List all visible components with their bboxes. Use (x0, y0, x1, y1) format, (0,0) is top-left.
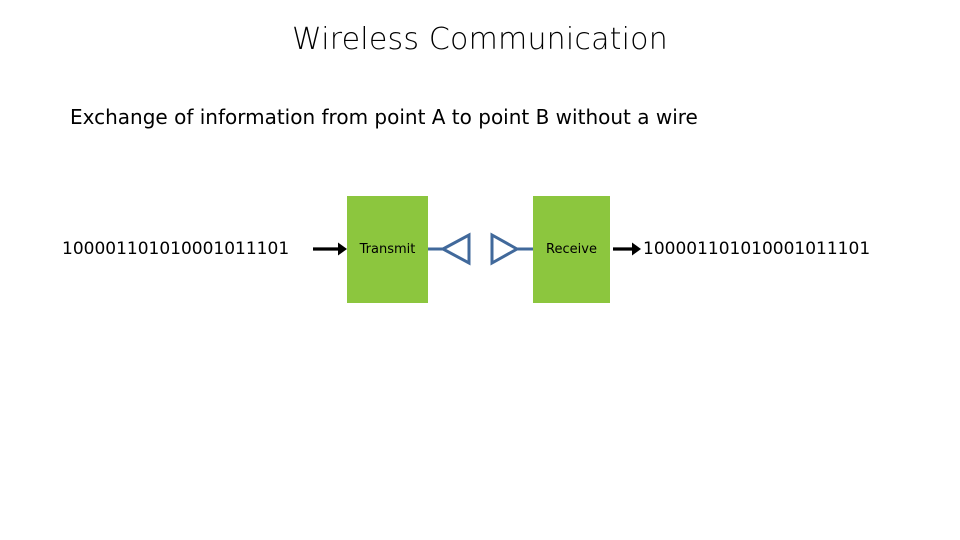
output-binary-stream: 100001101010001011101 (643, 239, 871, 259)
input-binary-stream: 100001101010001011101 (62, 239, 290, 259)
page-title: Wireless Communication (292, 22, 668, 57)
receive-antenna-icon (490, 232, 533, 266)
transmit-block[interactable]: Transmit (347, 196, 428, 303)
transmit-block-label: Transmit (359, 241, 416, 257)
output-arrow-icon (613, 242, 641, 256)
receive-block-label: Receive (546, 241, 597, 257)
input-arrow-icon (313, 242, 347, 256)
slide-subtitle: Exchange of information from point A to … (70, 105, 698, 129)
transmit-antenna-icon (428, 232, 471, 266)
receive-block[interactable]: Receive (533, 196, 610, 303)
